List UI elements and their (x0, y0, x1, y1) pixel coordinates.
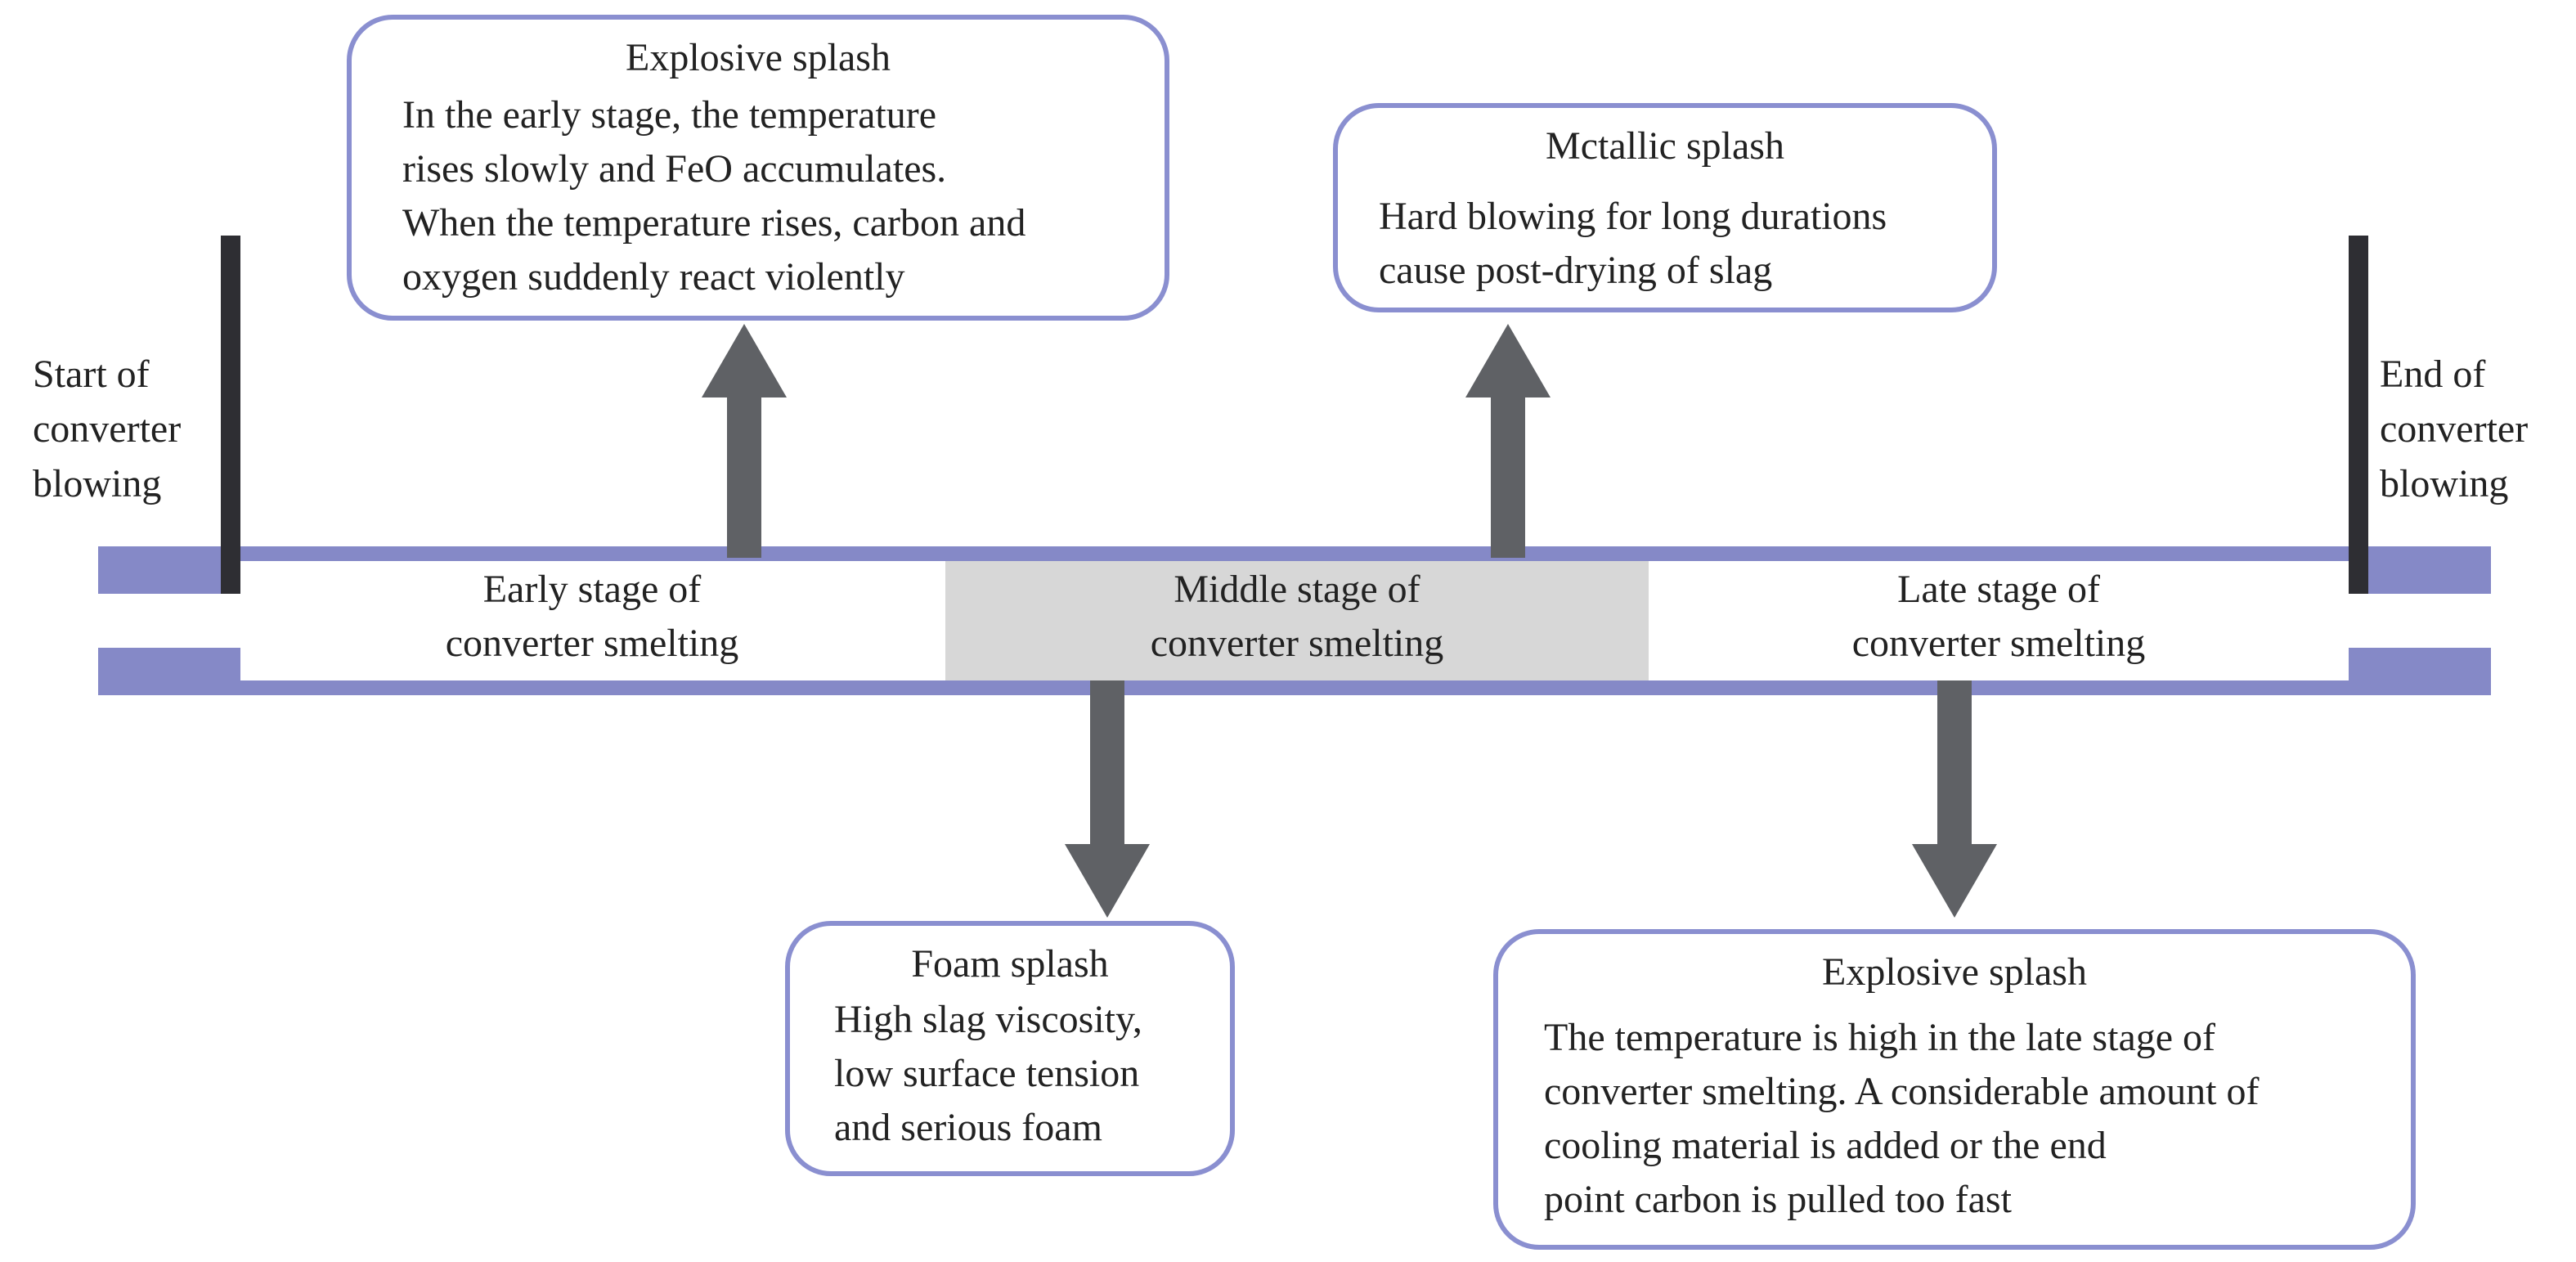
box-text-line: High slag viscosity, (834, 998, 1142, 1041)
metallic-splash-box: Mctallic splash Hard blowing for long du… (1333, 103, 1997, 312)
stage-late-label: Late stage of converter smelting (1649, 563, 2349, 671)
start-of-blowing-label: Start of converter blowing (33, 353, 182, 505)
middle-stage-highlight (945, 561, 1649, 680)
arrow-down-middle (1065, 680, 1150, 918)
explosive-splash-late-box: Explosive splash The temperature is high… (1493, 929, 2416, 1250)
foam-splash-box: Foam splash High slag viscosity, low sur… (785, 921, 1235, 1176)
box-text-line: cooling material is added or the end (1544, 1124, 2107, 1167)
box-text-line: and serious foam (834, 1106, 1102, 1149)
box-text-line: In the early stage, the temperature (402, 93, 937, 137)
box-text-line: The temperature is high in the late stag… (1544, 1016, 2216, 1059)
stage-early-label: Early stage of converter smelting (240, 563, 944, 671)
box-title: Explosive splash (626, 36, 891, 79)
box-title: Mctallic splash (1546, 124, 1784, 168)
arrow-up-early (702, 324, 787, 558)
stage-early-line2: converter smelting (445, 622, 739, 665)
box-text-line: low surface tension (834, 1052, 1140, 1095)
end-marker (2349, 236, 2368, 594)
explosive-splash-early-box: Explosive splash In the early stage, the… (347, 15, 1169, 321)
box-title: Explosive splash (1822, 950, 2087, 994)
box-text-line: cause post-drying of slag (1379, 249, 1773, 292)
box-text-line: converter smelting. A considerable amoun… (1544, 1070, 2260, 1113)
box-text-line: rises slowly and FeO accumulates. (402, 147, 947, 191)
stage-middle-line2: converter smelting (1150, 622, 1444, 665)
box-title: Foam splash (911, 942, 1109, 986)
end-of-blowing-label: End of converter blowing (2380, 353, 2529, 505)
stage-late-line2: converter smelting (1851, 622, 2146, 665)
stage-middle-line1: Middle stage of (1174, 568, 1420, 611)
start-marker (221, 236, 240, 594)
box-text-line: point carbon is pulled too fast (1544, 1178, 2012, 1221)
box-text-line: When the temperature rises, carbon and (402, 201, 1026, 245)
stage-late-line1: Late stage of (1897, 568, 2100, 611)
stage-middle-label: Middle stage of converter smelting (945, 563, 1649, 671)
arrow-down-late (1912, 680, 1997, 918)
stage-early-line1: Early stage of (482, 568, 702, 611)
arrow-up-middle (1465, 324, 1551, 558)
box-text-line: oxygen suddenly react violently (402, 255, 905, 299)
box-text-line: Hard blowing for long durations (1379, 195, 1887, 238)
